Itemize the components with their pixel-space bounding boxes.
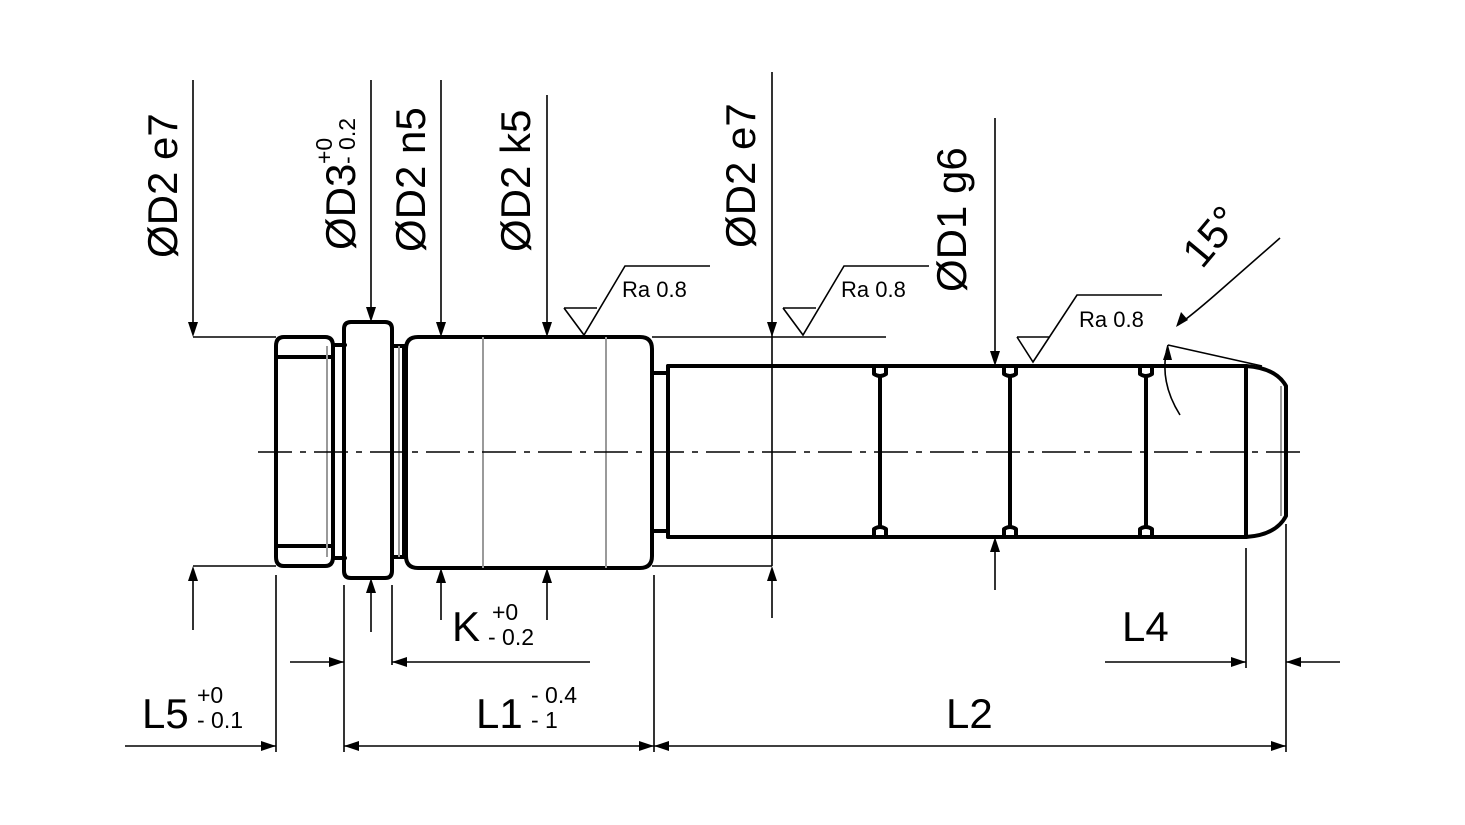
svg-text:15°: 15° [1173,197,1250,276]
dim-l5-lower-tol: - 0.1 [197,707,243,733]
roughness-symbol-1: Ra 0.8 [563,265,710,337]
dim-l1: L1 - 0.4 - 1 [476,682,577,737]
dim-d2-e7-left: ØD2 e7 [139,113,186,258]
dim-k-lower-tol: - 0.2 [488,624,534,650]
dim-d2-k5: ØD2 k5 [492,110,539,252]
svg-text:ØD2 k5: ØD2 k5 [492,110,539,252]
dim-d2-n5: ØD2 n5 [387,107,434,252]
dim-d2-e7-right: ØD2 e7 [717,103,764,248]
dim-angle: 15° [1173,197,1250,276]
dim-d3: ØD3 +0 - 0.2 [311,118,364,250]
dim-d3-lower-tol: - 0.2 [334,118,360,164]
dim-l4: L4 [1122,603,1169,650]
svg-text:K: K [452,603,480,650]
dim-k-upper-tol: +0 [492,599,518,625]
dim-l1-lower-tol: - 1 [531,707,558,733]
svg-text:ØD1 g6: ØD1 g6 [928,147,975,292]
pin-outline [274,320,1288,580]
dim-l2: L2 [946,690,993,737]
svg-text:ØD2 e7: ØD2 e7 [717,103,764,248]
dimension-lines [125,72,1340,752]
roughness-label-2: Ra 0.8 [841,277,906,302]
svg-text:L5: L5 [142,690,189,737]
dim-d1-g6: ØD1 g6 [928,147,975,292]
roughness-label-3: Ra 0.8 [1079,307,1144,332]
dim-d3-upper-tol: +0 [311,138,337,164]
dim-l5-upper-tol: +0 [197,682,223,708]
dim-l5: L5 +0 - 0.1 [142,682,243,737]
roughness-symbol-2: Ra 0.8 [782,265,929,337]
arrowheads [188,307,1301,751]
roughness-label-1: Ra 0.8 [622,277,687,302]
svg-text:ØD3: ØD3 [317,164,364,250]
roughness-symbol-3: Ra 0.8 [1016,294,1162,364]
dim-l1-upper-tol: - 0.4 [531,682,577,708]
svg-text:ØD2 n5: ØD2 n5 [387,107,434,252]
svg-text:ØD2 e7: ØD2 e7 [139,113,186,258]
svg-text:L1: L1 [476,690,523,737]
dim-k: K +0 - 0.2 [452,599,534,650]
